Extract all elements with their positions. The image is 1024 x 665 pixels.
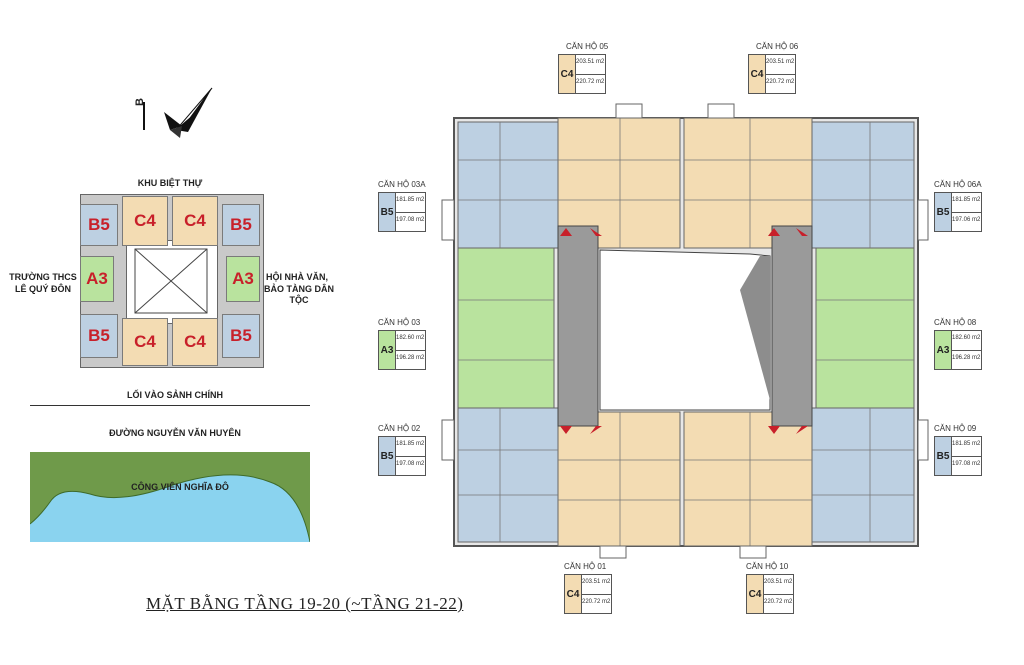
unit-card-box: B5 181.85 m2 197.08 m2 <box>378 192 426 232</box>
key-plan: B5 C4 C4 B5 A3 A3 B5 C4 C4 B5 <box>76 190 266 370</box>
key-unit-c4-tc1: C4 <box>122 196 168 246</box>
unit-area-1: 181.85 m2 <box>396 441 425 447</box>
plan-title: MẶT BẰNG TẦNG 19-20 (~TẦNG 21-22) <box>146 594 464 613</box>
unit-card-box: C4 203.51 m2 220.72 m2 <box>746 574 794 614</box>
unit-card-box: B5 181.85 m2 197.08 m2 <box>378 436 426 476</box>
key-plan-left-label-2: LÊ QUÝ ĐÔN <box>14 284 71 294</box>
unit-type: C4 <box>559 55 576 93</box>
unit-area-2: 220.72 m2 <box>582 599 611 605</box>
key-unit-c4-bc1: C4 <box>122 318 168 366</box>
key-unit-c4-tc2: C4 <box>172 196 218 246</box>
key-unit-b5-tr: B5 <box>222 204 260 246</box>
unit-type: C4 <box>747 575 764 613</box>
unit-card-title: CĂN HỘ 03A <box>378 180 426 189</box>
road-label: ĐƯỜNG NGUYỄN VĂN HUYÊN <box>109 428 241 438</box>
unit-area-1: 181.85 m2 <box>952 197 981 203</box>
unit-area-2: 197.08 m2 <box>952 461 981 467</box>
key-unit-a3-mr: A3 <box>226 256 260 302</box>
floor-plan <box>440 100 930 560</box>
key-unit-a3-ml: A3 <box>80 256 114 302</box>
unit-area-2: 197.08 m2 <box>396 461 425 467</box>
key-plan-right-label-2: BẢO TÀNG DÂN TỘC <box>264 284 334 305</box>
unit-card-title: CĂN HỘ 03 <box>378 318 421 327</box>
unit-card-box: C4 203.51 m2 220.72 m2 <box>558 54 606 94</box>
key-plan-top-label: KHU BIỆT THỰ <box>137 178 203 188</box>
unit-card-title: CĂN HỘ 06 <box>756 42 799 51</box>
park-illustration: CÔNG VIÊN NGHĨA ĐÔ <box>29 452 311 543</box>
unit-area-2: 196.28 m2 <box>396 355 425 361</box>
unit-area-2: 220.72 m2 <box>576 79 605 85</box>
compass-label: B <box>133 98 146 106</box>
unit-card-box: C4 203.51 m2 220.72 m2 <box>748 54 796 94</box>
north-compass-icon: B <box>130 82 220 142</box>
unit-area-2: 220.72 m2 <box>766 79 795 85</box>
key-plan-void <box>126 240 218 324</box>
key-unit-c4-bc2: C4 <box>172 318 218 366</box>
unit-type: B5 <box>935 437 952 475</box>
key-plan-left-label-1: TRƯỜNG THCS <box>9 272 77 282</box>
unit-card-title: CĂN HỘ 02 <box>378 424 421 433</box>
key-unit-b5-bl: B5 <box>80 314 118 358</box>
unit-card-title: CĂN HỘ 01 <box>564 562 607 571</box>
unit-area-2: 220.72 m2 <box>764 599 793 605</box>
unit-card-title: CĂN HỘ 05 <box>566 42 609 51</box>
unit-card-box: A3 182.60 m2 196.28 m2 <box>378 330 426 370</box>
unit-card-title: CĂN HỘ 06A <box>934 180 982 189</box>
entrance-label: LỐI VÀO SẢNH CHÍNH <box>126 390 223 400</box>
key-unit-b5-br: B5 <box>222 314 260 358</box>
unit-card-title: CĂN HỘ 09 <box>934 424 977 433</box>
unit-area-1: 182.60 m2 <box>396 335 425 341</box>
unit-area-1: 181.85 m2 <box>396 197 425 203</box>
unit-type: A3 <box>935 331 952 369</box>
unit-area-1: 203.51 m2 <box>582 579 611 585</box>
unit-card-box: A3 182.60 m2 196.28 m2 <box>934 330 982 370</box>
unit-type: C4 <box>565 575 582 613</box>
park-label: CÔNG VIÊN NGHĨA ĐÔ <box>131 482 229 492</box>
unit-area-1: 181.85 m2 <box>952 441 981 447</box>
key-plan-right-label-1: HỘI NHÀ VĂN, <box>265 272 328 282</box>
unit-card-box: B5 181.85 m2 197.06 m2 <box>934 192 982 232</box>
unit-area-1: 203.51 m2 <box>764 579 793 585</box>
unit-area-1: 203.51 m2 <box>576 59 605 65</box>
unit-type: B5 <box>935 193 952 231</box>
unit-type: B5 <box>379 437 396 475</box>
road-edge-line <box>30 405 310 406</box>
unit-card-title: CĂN HỘ 10 <box>746 562 789 571</box>
unit-area-1: 203.51 m2 <box>766 59 795 65</box>
unit-type: C4 <box>749 55 766 93</box>
unit-area-2: 197.08 m2 <box>396 217 425 223</box>
unit-area-2: 197.06 m2 <box>952 217 981 223</box>
key-unit-b5-tl: B5 <box>80 204 118 246</box>
unit-card-box: C4 203.51 m2 220.72 m2 <box>564 574 612 614</box>
unit-card-box: B5 181.85 m2 197.08 m2 <box>934 436 982 476</box>
unit-type: A3 <box>379 331 396 369</box>
unit-card-title: CĂN HỘ 08 <box>934 318 977 327</box>
unit-area-1: 182.60 m2 <box>952 335 981 341</box>
unit-area-2: 196.28 m2 <box>952 355 981 361</box>
unit-type: B5 <box>379 193 396 231</box>
